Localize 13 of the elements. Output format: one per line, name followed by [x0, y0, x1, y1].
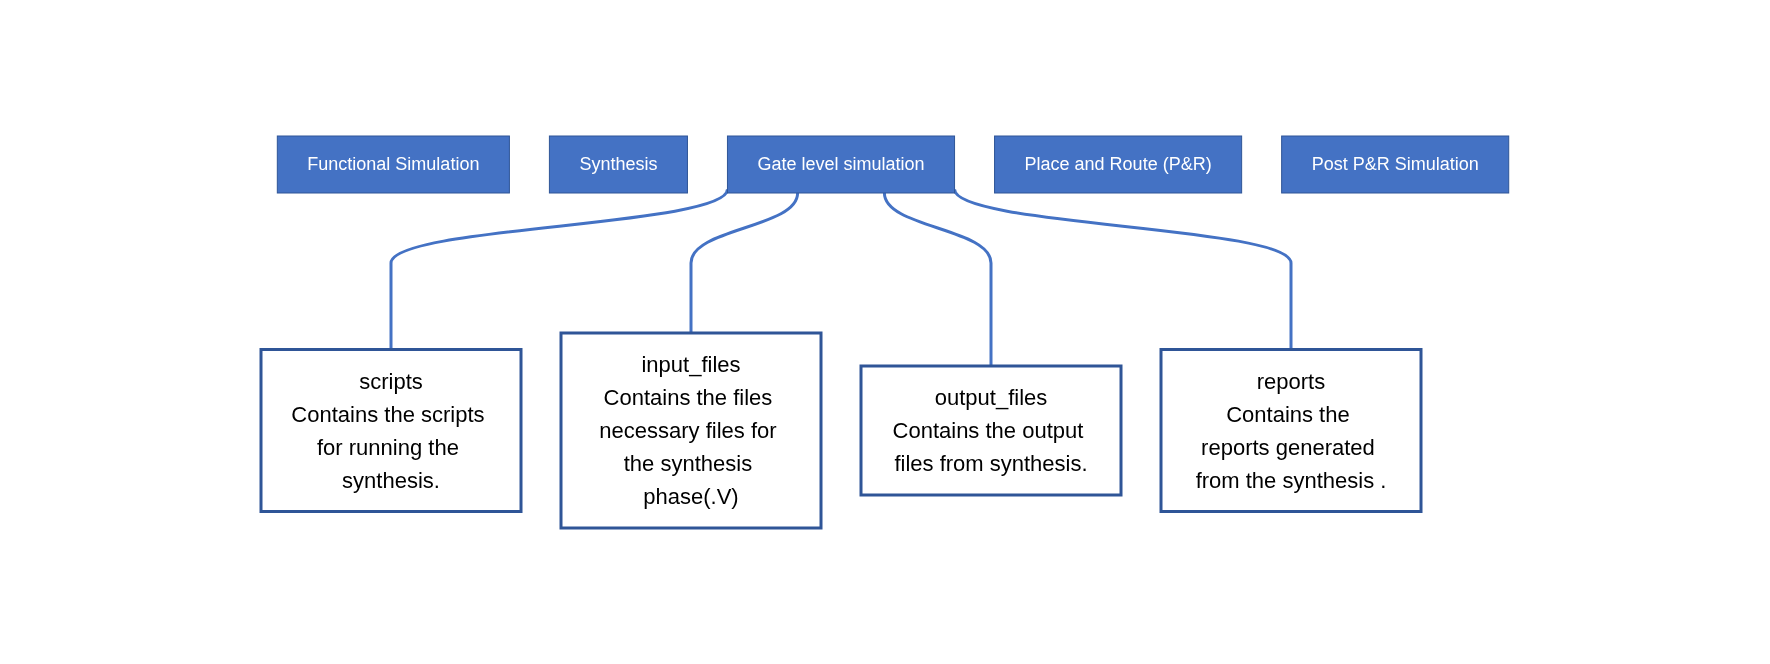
connector: [953, 188, 1293, 350]
connector: [883, 192, 993, 366]
connector: [689, 192, 800, 333]
node-box: Synthesis: [549, 135, 689, 194]
node-box: Functional Simulation: [276, 135, 511, 194]
node-box: reports Contains the reports generated from the synthesis .: [1159, 348, 1423, 513]
node-box: output_files Contains the output files from synthesis.: [859, 364, 1123, 497]
node-box: Post P&R Simulation: [1281, 135, 1510, 194]
node-box: Place and Route (P&R): [994, 135, 1243, 194]
node-box: input_files Contains the files necessary files for the synthesis phase(.V): [559, 331, 823, 530]
node-box: scripts Contains the scripts for running the synthesis.: [259, 348, 523, 513]
connector: [389, 188, 729, 350]
node-box: Gate level simulation: [727, 135, 956, 194]
